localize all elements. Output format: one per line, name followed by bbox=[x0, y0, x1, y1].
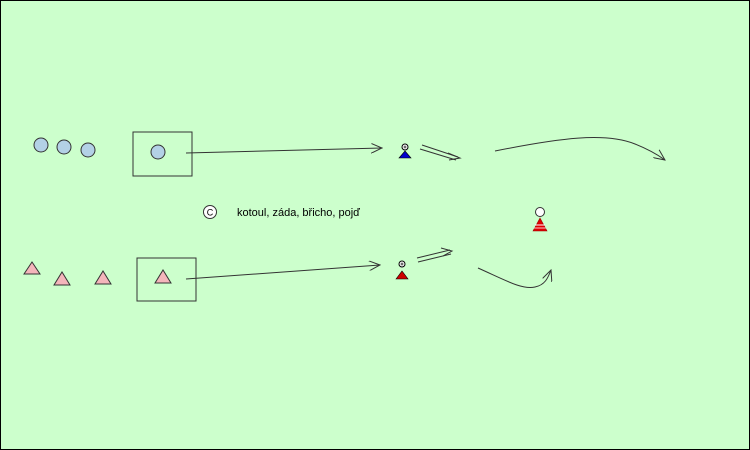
coach-marker-circle bbox=[203, 205, 217, 219]
pink-team-queue bbox=[23, 261, 112, 286]
coach-red-icon bbox=[395, 260, 409, 280]
double-arrow-top bbox=[419, 144, 462, 161]
cone-icon bbox=[532, 207, 548, 232]
pink-player-icon bbox=[53, 271, 71, 286]
coach-blue-icon bbox=[398, 143, 412, 159]
pink-player-icon bbox=[94, 270, 112, 285]
start-box-bottom bbox=[136, 257, 197, 302]
coach-marker: C bbox=[203, 205, 217, 219]
coach-marker-letter: C bbox=[207, 208, 214, 218]
double-arrow-bottom bbox=[416, 247, 454, 263]
curved-arrow-bottom bbox=[477, 267, 551, 289]
run-arrow-top bbox=[185, 148, 382, 154]
blue-team-queue bbox=[33, 137, 96, 158]
run-arrow-bottom bbox=[185, 265, 380, 280]
blue-player-icon bbox=[80, 142, 96, 158]
blue-player-icon bbox=[150, 144, 166, 160]
start-box-top bbox=[132, 131, 193, 177]
curved-arrow-top bbox=[494, 137, 665, 160]
pink-player-icon bbox=[154, 269, 172, 284]
blue-player-icon bbox=[33, 137, 49, 153]
pink-player-icon bbox=[23, 261, 41, 275]
instruction-text: kotoul, záda, břicho, pojď bbox=[237, 207, 360, 219]
blue-player-icon bbox=[56, 139, 72, 155]
